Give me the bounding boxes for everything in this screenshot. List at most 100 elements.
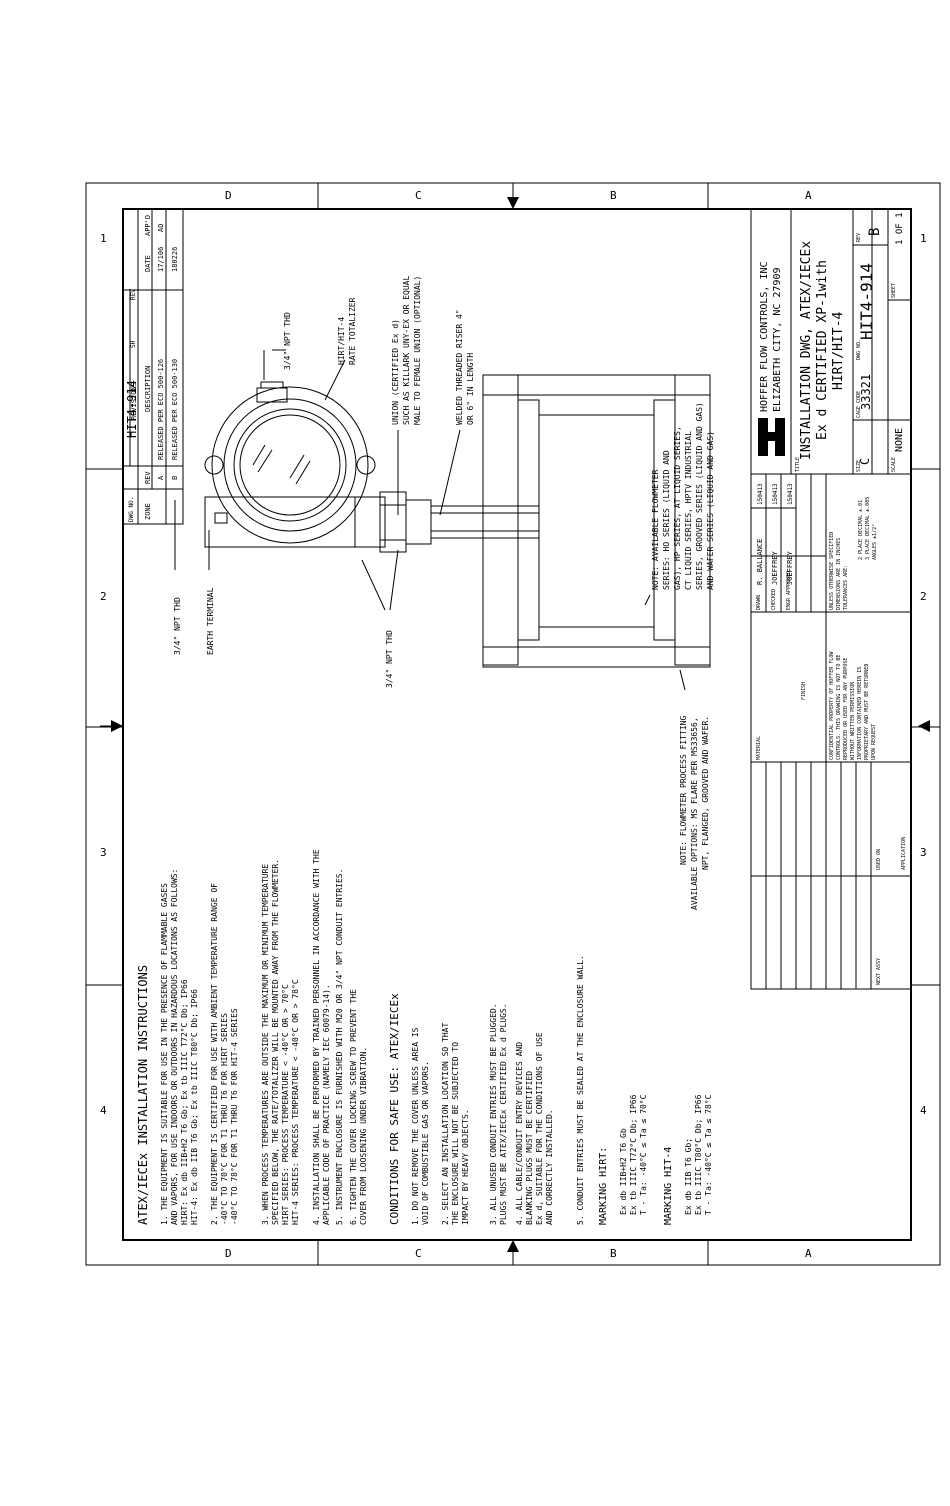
condition-line: 5. CONDUIT ENTRIES MUST BE SEALED AT THE… bbox=[576, 955, 585, 1225]
next-assy-label: NEXT ASSY bbox=[876, 958, 882, 985]
application-label: APPLICATION bbox=[901, 837, 907, 870]
drawing-title-line-3: HIRT/HIT-4 bbox=[831, 312, 846, 390]
tolerance-note: UNLESS OTHERWISE SPECIFIED DIMENSIONS AR… bbox=[829, 497, 878, 610]
revisions-header-description: DESCRIPTION bbox=[144, 366, 152, 412]
zone-number-right-1: 1 bbox=[920, 232, 927, 245]
installation-instructions: ATEX/IECEx INSTALLATION INSTRUCTIONS 1. … bbox=[136, 849, 713, 1225]
condition-line: 4. ALL CABLE/CONDUIT ENTRY DEVICES AND bbox=[515, 1042, 524, 1225]
revisions-table: DWG NO. HIT4-914 SH REV REVISIONS ZONE R… bbox=[122, 208, 184, 525]
instruction-line: 1. THE EQUIPMENT IS SUITABLE FOR USE IN … bbox=[160, 883, 169, 1225]
zone-letter-top-b: B bbox=[610, 189, 617, 202]
company-city: ELIZABETH CITY, NC 27909 bbox=[772, 268, 783, 413]
instruction-line: SPECIFIED BELOW, THE RATE/TOTALIZER WILL… bbox=[271, 859, 280, 1225]
welded-riser-pipe bbox=[430, 505, 540, 539]
title-block: HOFFER FLOW CONTROLS, INC ELIZABETH CITY… bbox=[750, 208, 912, 990]
condition-line: IMPACT BY HEAVY OBJECTS. bbox=[461, 1109, 470, 1225]
transmitter-callout-1: HIRT/HIT-4 bbox=[337, 317, 346, 365]
zone-letter-bottom-d: D bbox=[225, 1247, 232, 1260]
instruction-line: -40°C TO 78°C FOR T1 THRU T6 FOR HIT-4 S… bbox=[230, 1008, 239, 1225]
revision-a-date: 17/106 bbox=[157, 247, 165, 272]
transmitter-callout-2: RATE TOTALIZER bbox=[348, 297, 357, 365]
npt-bottom-callout: 3/4" NPT THD bbox=[385, 630, 394, 688]
revision-a-rev: A bbox=[157, 475, 165, 480]
revisions-dwg-no: HIT4-914 bbox=[125, 380, 139, 438]
confidential-line: INFORMATION CONTAINED HEREIN IS bbox=[857, 667, 863, 760]
zone-letter-bottom-b: B bbox=[610, 1247, 617, 1260]
zone-letter-bottom-c: C bbox=[415, 1247, 422, 1260]
instruction-line: HIT-4 SERIES: PROCESS TEMPERATURE < -40°… bbox=[291, 979, 300, 1225]
revisions-title: REVISIONS bbox=[130, 382, 138, 420]
fitting-note-line: NPT, FLANGED, GROOVED AND WAFER. bbox=[701, 716, 710, 870]
title-label: TITLE bbox=[795, 457, 801, 472]
zone-number-left-2: 2 bbox=[100, 590, 107, 603]
scale-label: SCALE bbox=[891, 457, 897, 472]
zone-number-right-4: 4 bbox=[920, 1104, 927, 1117]
zone-number-left-1: 1 bbox=[100, 232, 107, 245]
finish-label: FINISH bbox=[801, 682, 807, 700]
condition-line: VOID OF COMBUSTIBLE GAS OR VAPORS. bbox=[421, 1061, 430, 1225]
confidential-line: REPRODUCED OR USED FOR ANY PURPOSE bbox=[843, 658, 849, 760]
earth-terminal-callout: EARTH TERMINAL bbox=[206, 587, 215, 655]
zone-letter-top-d: D bbox=[225, 189, 232, 202]
instruction-line: AND VAPORS, FOR USE INDOORS OR OUTDOORS … bbox=[170, 869, 179, 1225]
instruction-line: HIRT SERIES: PROCESS TEMPERATURE < -40°C… bbox=[281, 984, 290, 1225]
marking-hit4-heading: MARKING HIT-4 bbox=[663, 1147, 674, 1225]
union-fitting bbox=[354, 491, 432, 553]
condition-line: 1. DO NOT REMOVE THE COVER UNLESS AREA I… bbox=[411, 1027, 420, 1225]
revisions-header-zone: ZONE bbox=[144, 503, 152, 520]
condition-line: PLUGS MUST BE ATEX/IECEx CERTIFIED Ex d … bbox=[499, 1003, 508, 1225]
centering-arrows bbox=[100, 183, 930, 1265]
condition-line: Ex d, SUITABLE FOR THE CONDITIONS OF USE bbox=[535, 1032, 544, 1225]
tolerance-line: UNLESS OTHERWISE SPECIFIED bbox=[829, 532, 835, 610]
flowmeter-note-line: SERIES: HO SERIES (LIQUID AND bbox=[662, 450, 671, 590]
revision-a-approved: AD bbox=[157, 224, 165, 232]
title-dwg-no: HIT4-914 bbox=[857, 263, 876, 340]
marking-hirt-line: T - Ta: -40°C ≤ Ta ≤ 70°C bbox=[639, 1094, 648, 1215]
leader-lines bbox=[174, 349, 686, 691]
marking-hit4-line: Ex tb IIIC T80°C Db; IP66 bbox=[694, 1094, 703, 1215]
welded-callout-2: OR 6" IN LENGTH bbox=[466, 353, 475, 425]
confidential-line: UPON REQUEST bbox=[871, 724, 877, 760]
title-rev: B bbox=[867, 228, 883, 236]
checked-label: CHECKED bbox=[771, 589, 777, 610]
union-callout-2: SUCH AS KILLARK UNY-EX OR EQUAL bbox=[402, 276, 411, 425]
instructions-heading: ATEX/IECEx INSTALLATION INSTRUCTIONS bbox=[136, 965, 150, 1225]
condition-line: 3. ALL UNUSED CONDUIT ENTRIES MUST BE PL… bbox=[489, 1003, 498, 1225]
fitting-note: NOTE: FLOWMETER PROCESS FITTING AVAILABL… bbox=[679, 716, 710, 910]
revisions-header-approved: APP'D bbox=[144, 215, 152, 236]
instruction-line: COVER FROM LOOSENING UNDER VIBRATION. bbox=[359, 1047, 368, 1225]
confidential-line: WITHOUT WRITTEN PERMISSION bbox=[850, 682, 856, 760]
tolerance-line: 3 PLACE DECIMAL ±.005 bbox=[865, 497, 871, 560]
marking-hit4-line: T - Ta: -40°C ≤ Ta ≤ 78°C bbox=[704, 1094, 713, 1215]
revisions-header-date: DATE bbox=[144, 255, 152, 272]
instruction-line: -40°C TO 70°C FOR T1 THRU T6 FOR HIRT SE… bbox=[220, 1013, 229, 1225]
flowmeter-note: NOTE: AVAILABLE FLOWMETER SERIES: HO SER… bbox=[651, 402, 715, 590]
confidential-note: CONFIDENTIAL PROPERTY OF HOFFER FLOW CON… bbox=[829, 651, 877, 760]
flowmeter-note-line: GAS), HP SERIES, AT LIQUID SERIES, bbox=[673, 426, 682, 590]
condition-line: AND CORRECTLY INSTALLED. bbox=[545, 1109, 554, 1225]
flowmeter-note-line: AND WAFER SERIES (LIQUID AND GAS) bbox=[706, 431, 715, 590]
tolerance-line: ANGLES ±1/2° bbox=[872, 524, 878, 560]
approved-date: 150413 bbox=[787, 483, 794, 505]
zone-letter-top-c: C bbox=[415, 189, 422, 202]
rate-totalizer-enclosure bbox=[204, 381, 376, 548]
checked-date: 150413 bbox=[772, 483, 779, 505]
title-rev-label: REV bbox=[856, 233, 862, 242]
confidential-line: PROPRIETARY AND MUST BE RETURNED bbox=[864, 664, 870, 760]
zone-letter-bottom-a: A bbox=[805, 1247, 812, 1260]
material-label: MATERIAL bbox=[756, 736, 762, 760]
sheet-value: 1 OF 1 bbox=[895, 212, 905, 245]
title-dwg-no-label: DWG NO. bbox=[856, 339, 862, 360]
revisions-sh-label: SH bbox=[130, 340, 137, 348]
size-value: C bbox=[858, 458, 872, 465]
checked-by: JOEFFREY bbox=[771, 550, 779, 585]
instruction-line: APPLICABLE CODE OF PRACTICE (NAMELY IEC … bbox=[322, 984, 331, 1225]
instruction-line: 4. INSTALLATION SHALL BE PERFORMED BY TR… bbox=[312, 849, 321, 1225]
approved-by: JOEFFREY bbox=[786, 550, 794, 585]
drawing-title-line-1: INSTALLATION DWG, ATEX/IECEx bbox=[799, 241, 814, 460]
approved-label: ENGR APPROVED bbox=[786, 571, 792, 610]
size-label: SIZE bbox=[856, 460, 862, 472]
instruction-line: 2. THE EQUIPMENT IS CERTIFIED FOR USE WI… bbox=[210, 883, 219, 1225]
